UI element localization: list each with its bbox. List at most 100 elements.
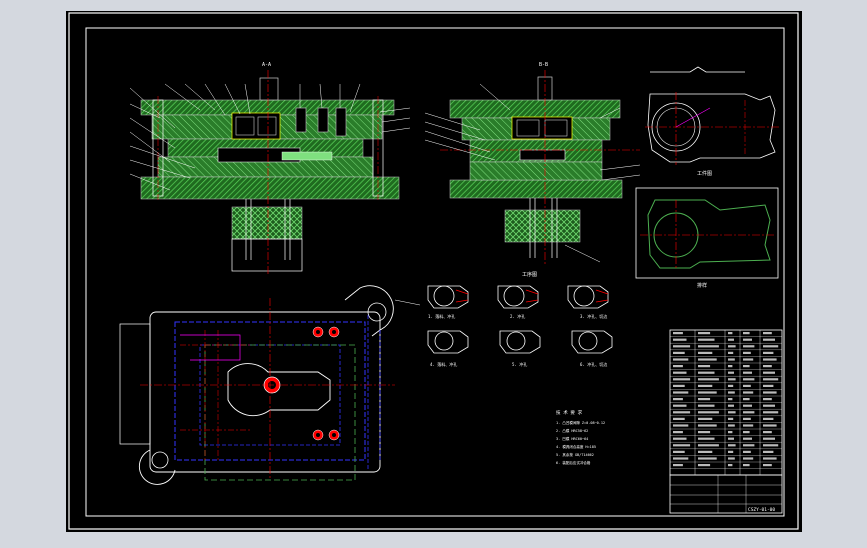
parts-list-cell-glyphs — [698, 450, 713, 453]
technical-requirements: 技 术 要 求 1. 凸凹模间隙 Z=0.08~0.12 2. 凸模 HRC58… — [556, 409, 605, 465]
parts-list-cell-glyphs — [763, 365, 772, 368]
parts-list-cell-glyphs — [673, 332, 683, 335]
outer-frame — [68, 12, 799, 530]
parts-list-cell-glyphs — [698, 464, 711, 467]
parts-list-cell-glyphs — [673, 411, 691, 414]
parts-list-cell-glyphs — [673, 345, 691, 348]
parts-list-cell-glyphs — [698, 398, 711, 401]
parts-list-cell-glyphs — [698, 431, 711, 434]
parts-list-cell-glyphs — [763, 411, 779, 414]
parts-list-cell-glyphs — [698, 338, 715, 341]
parts-list-cell-glyphs — [673, 450, 685, 453]
front-section-view: A-A — [129, 62, 411, 275]
parts-list-cell-glyphs — [673, 457, 689, 460]
process-step-5: 5. 冲孔 — [512, 361, 527, 367]
parts-list-cell-glyphs — [728, 371, 734, 374]
parts-list-cell-glyphs — [743, 464, 750, 467]
parts-list-cell-glyphs — [673, 378, 691, 381]
parts-list-cell-glyphs — [743, 398, 750, 401]
parts-list-cell-glyphs — [728, 431, 733, 434]
parts-list-cell-glyphs — [728, 345, 736, 348]
parts-list-cell-glyphs — [743, 384, 751, 387]
tech-req-title: 技 术 要 求 — [556, 409, 583, 416]
parts-list-cell-glyphs — [743, 371, 752, 374]
parts-list-cell-glyphs — [673, 464, 683, 467]
parts-list-cell-glyphs — [743, 411, 755, 414]
parts-list-cell-glyphs — [743, 391, 754, 394]
parts-list-cell-glyphs — [743, 332, 750, 335]
strip-layout: 排样 — [635, 187, 779, 289]
part-view-label: 工件图 — [697, 170, 712, 177]
tech-req-line-1: 1. 凸凹模间隙 Z=0.08~0.12 — [556, 420, 605, 425]
parts-list-cell-glyphs — [698, 391, 717, 394]
side-section-label: B-B — [539, 62, 548, 68]
parts-list-cell-glyphs — [673, 437, 687, 440]
parts-list-cell-glyphs — [763, 332, 772, 335]
parts-list-cell-glyphs — [728, 464, 733, 467]
strip-layout-label: 排样 — [697, 282, 707, 289]
side-section-view: B-B — [424, 62, 641, 265]
parts-list-cell-glyphs — [763, 404, 775, 407]
parts-list-cell-glyphs — [763, 398, 772, 401]
parts-list-cell-glyphs — [673, 384, 685, 387]
parts-list-cell-glyphs — [698, 384, 713, 387]
process-step-2: 2. 冲孔 — [510, 313, 525, 319]
parts-list-cell-glyphs — [728, 424, 735, 427]
parts-list-cell-glyphs — [698, 411, 719, 414]
parts-list-cell-glyphs — [728, 332, 733, 335]
parts-list-cell-glyphs — [743, 358, 754, 361]
process-step-6: 6. 冲孔、切边 — [580, 361, 607, 367]
tech-req-line-3: 3. 凹模 HRC60~64 — [556, 436, 588, 441]
process-sequence-label: 工序图 — [522, 271, 537, 278]
tech-req-line-2: 2. 凸模 HRC58~62 — [556, 428, 588, 433]
plan-view — [119, 285, 421, 485]
parts-list-cell-glyphs — [743, 378, 755, 381]
parts-list-cell-glyphs — [728, 404, 734, 407]
parts-list-cell-glyphs — [728, 365, 733, 368]
parts-list-cell-glyphs — [743, 424, 754, 427]
inner-frame — [85, 27, 785, 517]
parts-list-cell-glyphs — [673, 444, 691, 447]
process-step-3: 3. 冲孔、切边 — [580, 313, 607, 319]
parts-list-cell-glyphs — [763, 351, 774, 354]
parts-list-cell-glyphs — [698, 365, 711, 368]
parts-list-cell-glyphs — [743, 450, 751, 453]
parts-list-cell-glyphs — [673, 404, 687, 407]
tech-req-line-5: 5. 其余按 GB/T14662 — [556, 452, 594, 457]
parts-list-cell-glyphs — [728, 384, 734, 387]
parts-list-cell-glyphs — [698, 404, 715, 407]
parts-list-cell-glyphs — [728, 391, 735, 394]
parts-list-cell-glyphs — [673, 391, 689, 394]
parts-list-cell-glyphs — [728, 444, 736, 447]
parts-list-cell-glyphs — [728, 378, 736, 381]
parts-list-cell-glyphs — [763, 417, 774, 420]
parts-list-cell-glyphs — [728, 437, 734, 440]
parts-list-cell-glyphs — [743, 444, 755, 447]
parts-list-cell-glyphs — [743, 345, 755, 348]
parts-list-cell-glyphs — [763, 358, 777, 361]
parts-list-cell-glyphs — [763, 444, 779, 447]
parts-list-cell-glyphs — [728, 358, 735, 361]
parts-list-cell-glyphs — [698, 424, 717, 427]
parts-list-cell-glyphs — [743, 404, 752, 407]
tech-req-line-6: 6. 装配后应试冲合格 — [556, 460, 591, 465]
front-section-label: A-A — [262, 62, 271, 68]
parts-list-cell-glyphs — [698, 332, 711, 335]
parts-list-cell-glyphs — [673, 371, 687, 374]
process-step-4: 4. 落料、冲孔 — [430, 361, 457, 367]
part-drawing: 工件图 — [645, 66, 780, 177]
parts-list-cell-glyphs — [698, 371, 715, 374]
drawing-area — [66, 11, 802, 532]
parts-list-cell-glyphs — [763, 464, 772, 467]
parts-list-cell-glyphs — [698, 437, 715, 440]
parts-list-cell-glyphs — [763, 338, 775, 341]
parts-list-cell-glyphs — [673, 417, 685, 420]
parts-list-cell-glyphs — [728, 457, 735, 460]
parts-list-cell-glyphs — [698, 417, 713, 420]
process-step-1: 1. 落料、冲孔 — [428, 313, 455, 319]
parts-list-cell-glyphs — [673, 365, 683, 368]
parts-list-cell-glyphs — [698, 378, 719, 381]
parts-list-cell-glyphs — [743, 365, 750, 368]
